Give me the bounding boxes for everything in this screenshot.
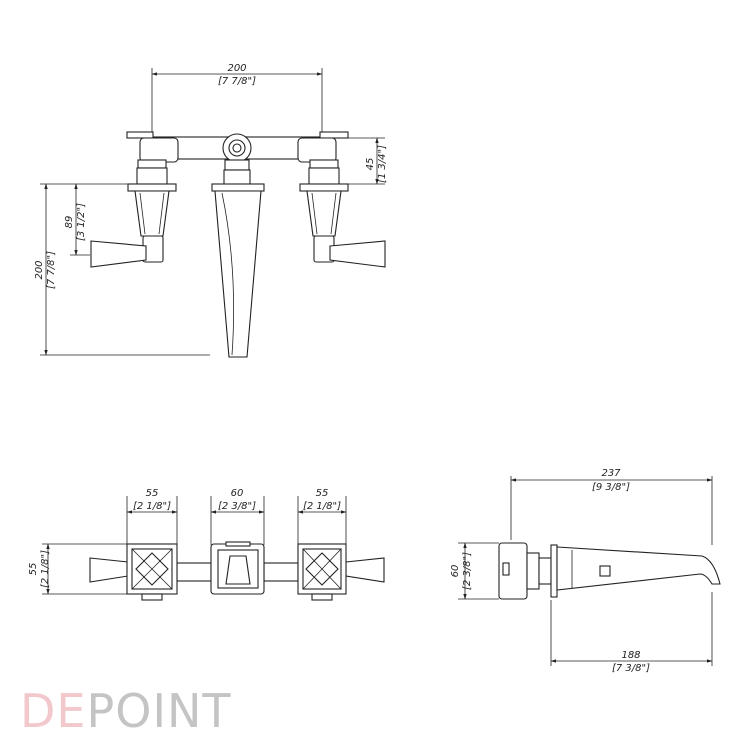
brand-logo: DEPOINT xyxy=(20,684,232,738)
side-neck-ring xyxy=(538,557,552,585)
side-height-in: [2 3/8"] xyxy=(462,552,473,590)
left-elbow xyxy=(139,137,179,163)
left-handle-diagonal xyxy=(131,548,173,590)
center-fitting-core xyxy=(232,143,242,153)
left-lever-top xyxy=(89,557,129,583)
side-length-in: [9 3/8"] xyxy=(592,482,630,493)
spout-top-lip xyxy=(225,541,251,547)
right-escutcheon xyxy=(299,183,349,192)
top-view: 55 [2 1/8"] 60 [2 3/8"] 55 [2 1/8"] xyxy=(28,488,385,601)
body-height-mm: 45 xyxy=(365,158,376,171)
brand-logo-part1: DE xyxy=(20,684,87,738)
handle-height-in: [3 1/2"] xyxy=(76,203,87,241)
side-spout-knob xyxy=(599,565,611,577)
left-valve-body xyxy=(136,167,168,187)
front-height-mm: 200 xyxy=(34,260,45,279)
side-spout xyxy=(556,546,721,591)
depth-in: [2 1/8"] xyxy=(40,550,51,588)
left-plate xyxy=(126,131,154,139)
right-lever xyxy=(329,240,386,268)
spout-neck-top xyxy=(224,159,250,171)
spout-neck xyxy=(223,169,251,186)
reach-mm: 188 xyxy=(621,650,640,661)
left-handle-cone xyxy=(134,190,170,237)
front-width-mm: 200 xyxy=(227,63,246,74)
reach-in: [7 3/8"] xyxy=(612,663,650,674)
center-width-mm: 60 xyxy=(231,488,244,499)
center-width-in: [2 3/8"] xyxy=(218,501,256,512)
right-cone-detail xyxy=(330,192,337,235)
left-valve-ring xyxy=(137,159,167,169)
right-handle-base xyxy=(311,593,333,601)
right-plate xyxy=(319,131,349,139)
left-width-in: [2 1/8"] xyxy=(133,501,171,512)
left-cone-detail xyxy=(139,192,146,235)
side-neck xyxy=(526,552,540,590)
body-height-in: [1 3/4"] xyxy=(377,145,388,183)
side-escutcheon xyxy=(550,544,558,598)
left-escutcheon xyxy=(127,183,177,192)
side-body-slot xyxy=(502,562,510,576)
right-width-mm: 55 xyxy=(316,488,329,499)
brand-logo-text: DEPOINT xyxy=(20,684,232,738)
left-connector xyxy=(176,562,212,582)
front-height-in: [7 7/8"] xyxy=(46,251,57,289)
spout-top-outlet xyxy=(225,555,251,585)
side-length-mm: 237 xyxy=(601,468,621,479)
right-valve-ring xyxy=(309,159,339,169)
spout xyxy=(214,190,262,358)
front-view: 200 [7 7/8"] xyxy=(34,63,388,358)
right-cone-detail xyxy=(311,192,318,235)
right-handle-diagonal xyxy=(302,548,342,590)
right-width-in: [2 1/8"] xyxy=(303,501,341,512)
right-valve-body xyxy=(308,167,340,187)
right-handle-cone xyxy=(306,190,342,237)
right-connector xyxy=(263,562,299,582)
side-height-mm: 60 xyxy=(450,565,461,578)
spout-escutcheon xyxy=(211,183,265,192)
side-view: 237 [9 3/8"] 60 [2 3/8"] 188 [7 3/8"] xyxy=(450,468,721,674)
right-lever-top xyxy=(345,557,385,583)
left-cone-detail xyxy=(158,192,165,235)
left-width-mm: 55 xyxy=(146,488,159,499)
front-width-in: [7 7/8"] xyxy=(218,76,256,87)
depth-mm: 55 xyxy=(28,563,39,576)
spout-edge xyxy=(221,192,235,356)
left-lever xyxy=(90,240,147,268)
brand-logo-part2: POINT xyxy=(87,684,232,738)
right-elbow xyxy=(297,137,337,163)
handle-height-mm: 89 xyxy=(64,216,75,229)
left-handle-base xyxy=(141,593,163,601)
